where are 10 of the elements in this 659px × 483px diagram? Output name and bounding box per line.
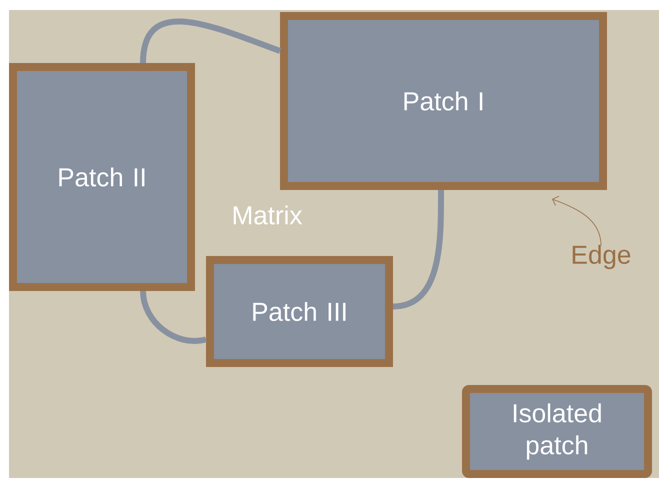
connection-line — [392, 190, 444, 310]
leader-line — [552, 196, 602, 246]
patch-box: Patch I — [280, 12, 607, 190]
connection-line — [140, 290, 207, 344]
patch-box: Patch III — [206, 256, 393, 367]
edge-label-text: Edge — [572, 244, 630, 270]
region-label: Matrix — [234, 205, 302, 225]
patch-box: Patch II — [9, 63, 195, 291]
connection-line — [140, 18, 282, 64]
isolated-patch-box: Isolated patch — [462, 385, 652, 478]
